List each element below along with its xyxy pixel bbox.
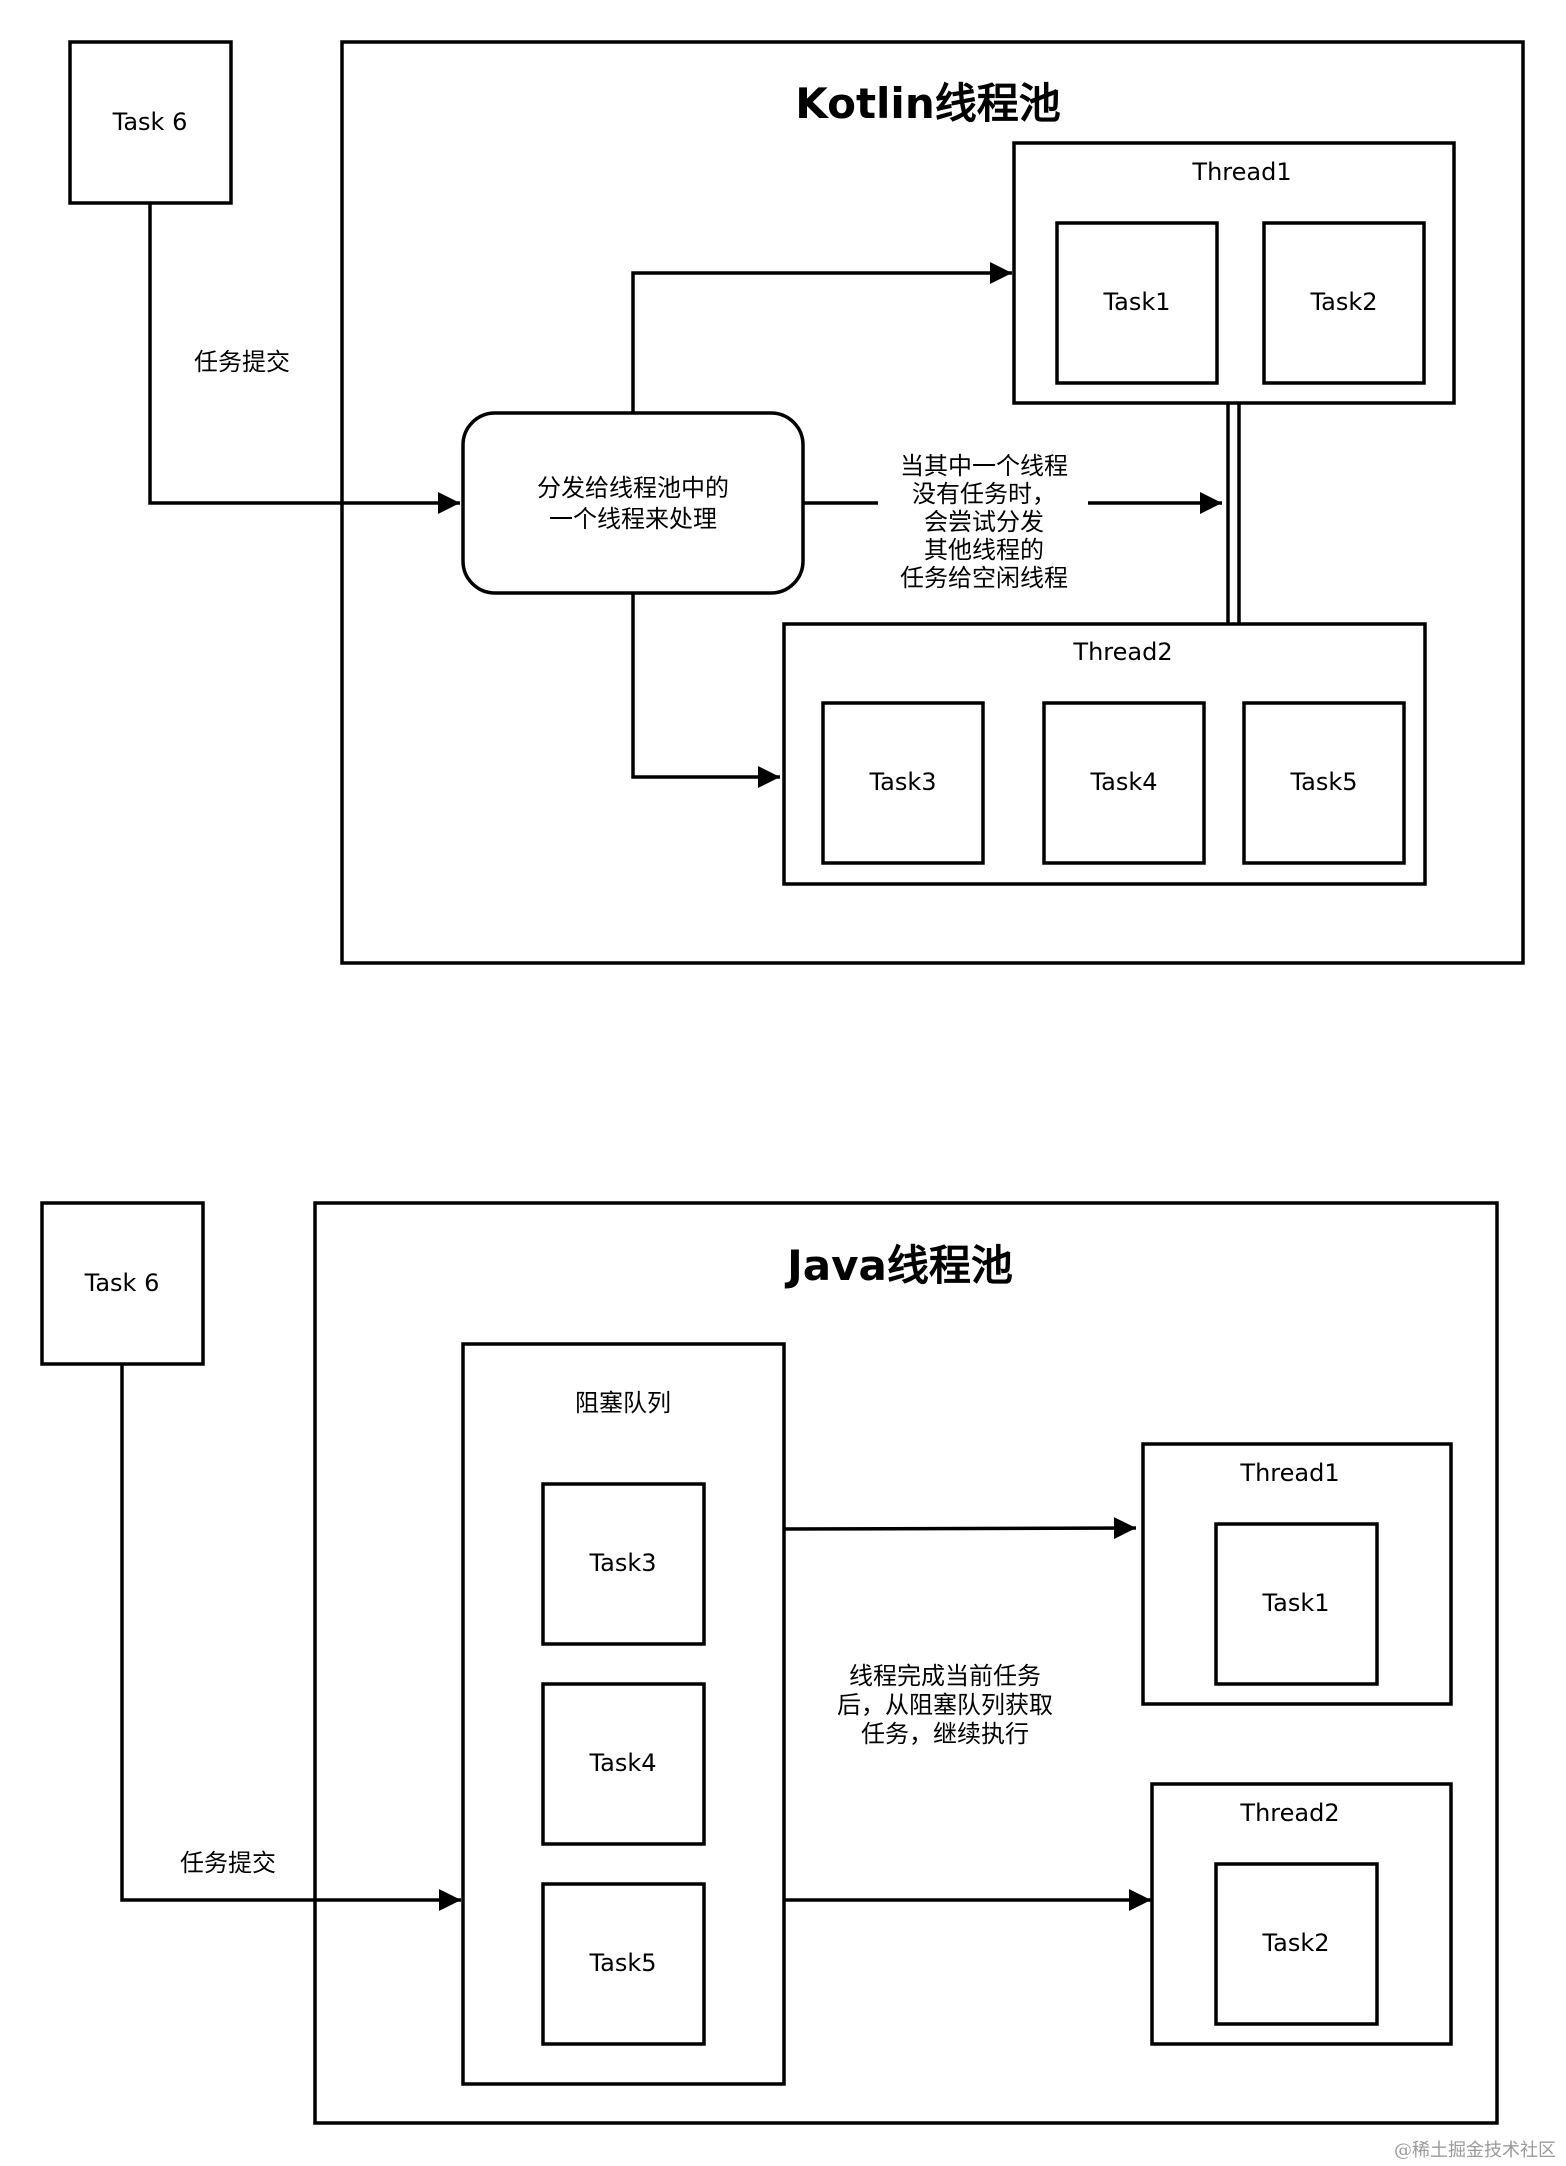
java-submit-label: 任务提交 [180, 1849, 276, 1877]
kotlin-steal-note-line4: 其他线程的 [924, 536, 1044, 564]
kotlin-to-thread1-arrow [631, 262, 1012, 413]
java-thread1-task1-box [1214, 1522, 1379, 1686]
java-queue-task3-label: Task3 [588, 1549, 656, 1577]
java-queue-task5-box [541, 1882, 706, 2046]
java-note-line2: 后，从阻塞队列获取 [837, 1691, 1053, 1719]
kotlin-thread2-task3-label: Task3 [868, 768, 936, 796]
java-thread1-title: Thread1 [1239, 1459, 1339, 1487]
kotlin-dispatcher-line2: 一个线程来处理 [549, 505, 717, 533]
kotlin-thread1-task1-label: Task1 [1102, 288, 1170, 316]
watermark-text: @稀土掘金技术社区 [1394, 2140, 1556, 2161]
java-pool-title: Java线程池 [784, 1241, 1013, 1290]
kotlin-thread2-task3-box [821, 701, 985, 865]
kotlin-steal-note-line2: 没有任务时， [912, 480, 1056, 508]
java-note-line1: 线程完成当前任务 [849, 1662, 1041, 1690]
kotlin-to-thread2-arrow [631, 593, 780, 788]
kotlin-thread2-task5-box [1242, 701, 1406, 865]
kotlin-steal-note-line1: 当其中一个线程 [900, 452, 1068, 480]
kotlin-thread2-task5-label: Task5 [1289, 768, 1357, 796]
kotlin-pool-title: Kotlin线程池 [795, 79, 1060, 128]
kotlin-submit-label: 任务提交 [194, 348, 290, 376]
kotlin-task6-label: Task 6 [112, 108, 188, 136]
java-to-thread1-arrow [783, 1517, 1137, 1540]
kotlin-task6-box [68, 40, 233, 205]
java-task6-box [40, 1201, 205, 1366]
java-thread2-task2-label: Task2 [1261, 1929, 1329, 1957]
kotlin-thread2-title: Thread2 [1072, 638, 1172, 666]
java-queue-task4-label: Task4 [588, 1749, 656, 1777]
kotlin-thread1-task2-label: Task2 [1309, 288, 1377, 316]
kotlin-steal-note-bg [878, 445, 1088, 595]
java-thread2-title: Thread2 [1239, 1799, 1339, 1827]
java-task6-label: Task 6 [84, 1269, 160, 1297]
kotlin-thread1-task2-box [1262, 221, 1426, 385]
kotlin-steal-note-line5: 任务给空闲线程 [900, 564, 1068, 592]
kotlin-dispatcher-line1: 分发给线程池中的 [537, 474, 729, 502]
kotlin-steal-note-line3: 会尝试分发 [924, 508, 1044, 536]
java-queue-title: 阻塞队列 [575, 1389, 671, 1417]
kotlin-submit-arrow [148, 203, 460, 514]
java-queue-task4-box [541, 1682, 706, 1846]
java-note-line3: 任务，继续执行 [861, 1720, 1029, 1748]
java-queue-task5-label: Task5 [588, 1949, 656, 1977]
java-diagram: Java线程池 Task 6 任务提交 阻塞队列 Task3 Task4 Tas… [40, 1201, 1499, 2125]
kotlin-thread2-task4-box [1042, 701, 1206, 865]
java-submit-arrow [120, 1364, 461, 1911]
kotlin-thread2-task4-label: Task4 [1089, 768, 1157, 796]
kotlin-diagram: Kotlin线程池 Task 6 任务提交 分发给线程池中的 一个线程来处理 当… [68, 40, 1525, 965]
java-thread2-task2-box [1214, 1862, 1379, 2026]
kotlin-dispatcher-box [461, 411, 805, 595]
kotlin-thread1-title: Thread1 [1191, 158, 1291, 186]
kotlin-thread1-task1-box [1055, 221, 1219, 385]
java-thread1-task1-label: Task1 [1261, 1589, 1329, 1617]
java-queue-task3-box [541, 1482, 706, 1646]
